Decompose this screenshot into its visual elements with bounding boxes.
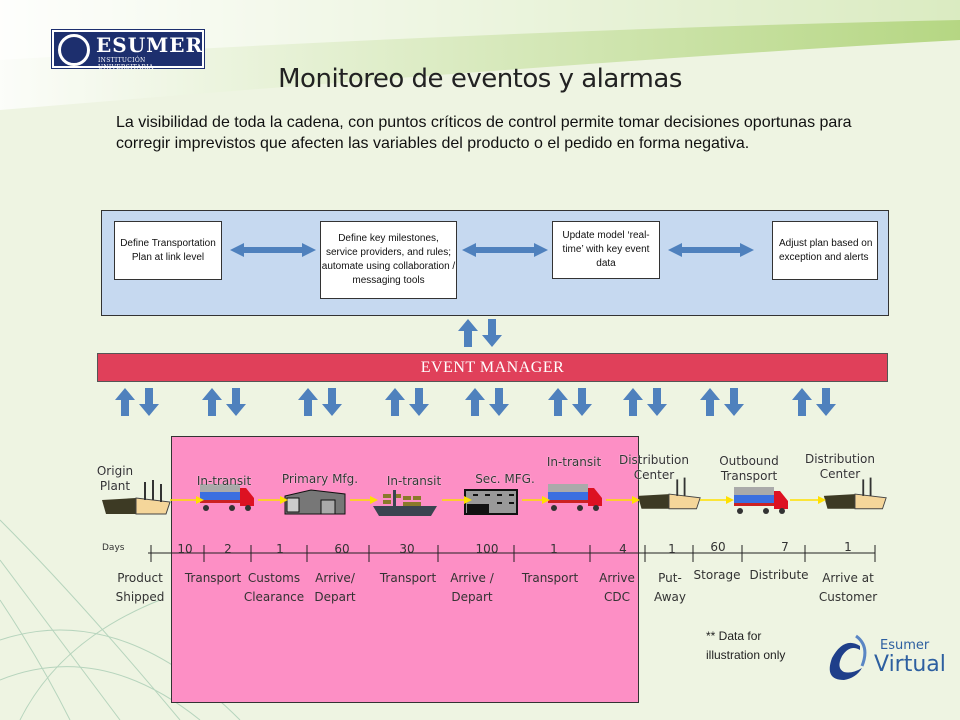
timeline-days-value: 1 (276, 542, 284, 556)
timeline-milestone: Distribute (749, 568, 809, 582)
logo-subtitle: INSTITUCIÓN UNIVERSITARIA (98, 57, 154, 71)
stage-outbound-transport: Outbound Transport (719, 454, 779, 483)
process-step-2: Define key milestones, service providers… (320, 221, 457, 299)
timeline-milestone: Storage (693, 568, 741, 582)
esumer-virtual-logo: Esumer Virtual (822, 632, 946, 692)
flow-arrow (350, 496, 378, 504)
truck-icon (200, 484, 254, 511)
stage-in-transit-1: In-transit (196, 474, 252, 488)
timeline-days-value: 100 (475, 542, 499, 556)
logo-name: ESUMER (96, 33, 204, 57)
illustration-note: ** Data for illustration only (706, 629, 786, 662)
distribution-center-icon (823, 477, 887, 510)
timeline-days-value: 1 (550, 542, 558, 556)
stage-distribution-center-2: Distribution Center (804, 452, 875, 481)
process-step-1: Define Transportation Plan at link level (114, 221, 222, 280)
stage-sec-mfg: Sec. MFG. (475, 472, 535, 486)
highlight-region (171, 436, 639, 703)
ship-icon (373, 490, 437, 516)
timeline-milestone: Put-Away (654, 571, 686, 604)
stage-origin-plant: Origin Plant (96, 464, 134, 493)
double-arrow-icon (230, 243, 316, 257)
stage-in-transit-3: In-transit (546, 455, 602, 469)
distribution-center-icon (637, 477, 701, 510)
double-arrow-icon (462, 243, 548, 257)
stage-distribution-center-1: Distribution Center (618, 453, 689, 482)
esumer-virtual-line2: Virtual (874, 652, 946, 677)
page-title: Monitoreo de eventos y alarmas (278, 64, 682, 94)
process-panel: Define Transportation Plan at link level… (101, 210, 889, 316)
flow-arrow (442, 496, 472, 504)
up-down-arrows-icon (792, 388, 836, 416)
timeline-days-value: 7 (781, 540, 789, 554)
factory-icon (102, 480, 171, 515)
stage-primary-mfg: Primary Mfg. (281, 472, 359, 486)
days-label: Days (102, 543, 125, 553)
esumer-virtual-line1: Esumer (880, 638, 930, 653)
flow-arrows (170, 496, 826, 504)
logo-emblem-icon (58, 34, 90, 66)
timeline-milestone: Transport (379, 571, 437, 585)
event-manager-bar: EVENT MANAGER (97, 353, 888, 382)
up-down-arrows-icon (115, 388, 159, 416)
up-down-arrows-icon (202, 388, 246, 416)
stage-in-transit-2: In-transit (386, 474, 442, 488)
up-down-arrows-icon (465, 388, 509, 416)
up-down-arrows-icon (700, 388, 744, 416)
flow-arrow (790, 496, 826, 504)
up-down-arrows-icon (385, 388, 429, 416)
timeline-milestone: Transport (184, 571, 242, 585)
timeline-milestone: Transport (521, 571, 579, 585)
flow-arrow (700, 496, 734, 504)
timeline-days-value: 4 (619, 542, 627, 556)
truck-icon (548, 484, 602, 511)
flow-arrow (170, 496, 204, 504)
timeline-days-value: 10 (177, 542, 193, 556)
process-step-3: Update model ‘real-time’ with key event … (552, 221, 660, 279)
timeline-days-value: 60 (710, 540, 726, 554)
esumer-virtual-emblem-icon (829, 634, 867, 680)
up-down-arrows-icon (548, 388, 592, 416)
process-step-4: Adjust plan based on exception and alert… (772, 221, 878, 280)
up-down-arrows-icon (298, 388, 342, 416)
factory-building-icon (284, 489, 346, 515)
truck-icon (734, 487, 788, 514)
timeline-days-value: 1 (668, 542, 676, 556)
timeline-axis (148, 545, 876, 562)
intro-text: La visibilidad de toda la cadena, con pu… (116, 114, 852, 152)
secondary-factory-icon (464, 489, 518, 515)
timeline-milestone: Arrive /Depart (450, 571, 494, 604)
flow-arrow (606, 496, 640, 504)
up-down-arrows-icon (623, 388, 667, 416)
timeline-days-value: 1 (844, 540, 852, 554)
esumer-logo: ESUMER INSTITUCIÓN UNIVERSITARIA (51, 29, 205, 71)
timeline-days-value: 60 (334, 542, 350, 556)
flow-arrow (522, 496, 550, 504)
double-arrow-icon (668, 243, 754, 257)
timeline-days-value: 30 (399, 542, 415, 556)
timeline-milestone: Arrive/Depart (314, 571, 356, 604)
timeline-days-value: 2 (224, 542, 232, 556)
up-down-arrows-icon (458, 319, 502, 347)
flow-arrow (258, 496, 288, 504)
